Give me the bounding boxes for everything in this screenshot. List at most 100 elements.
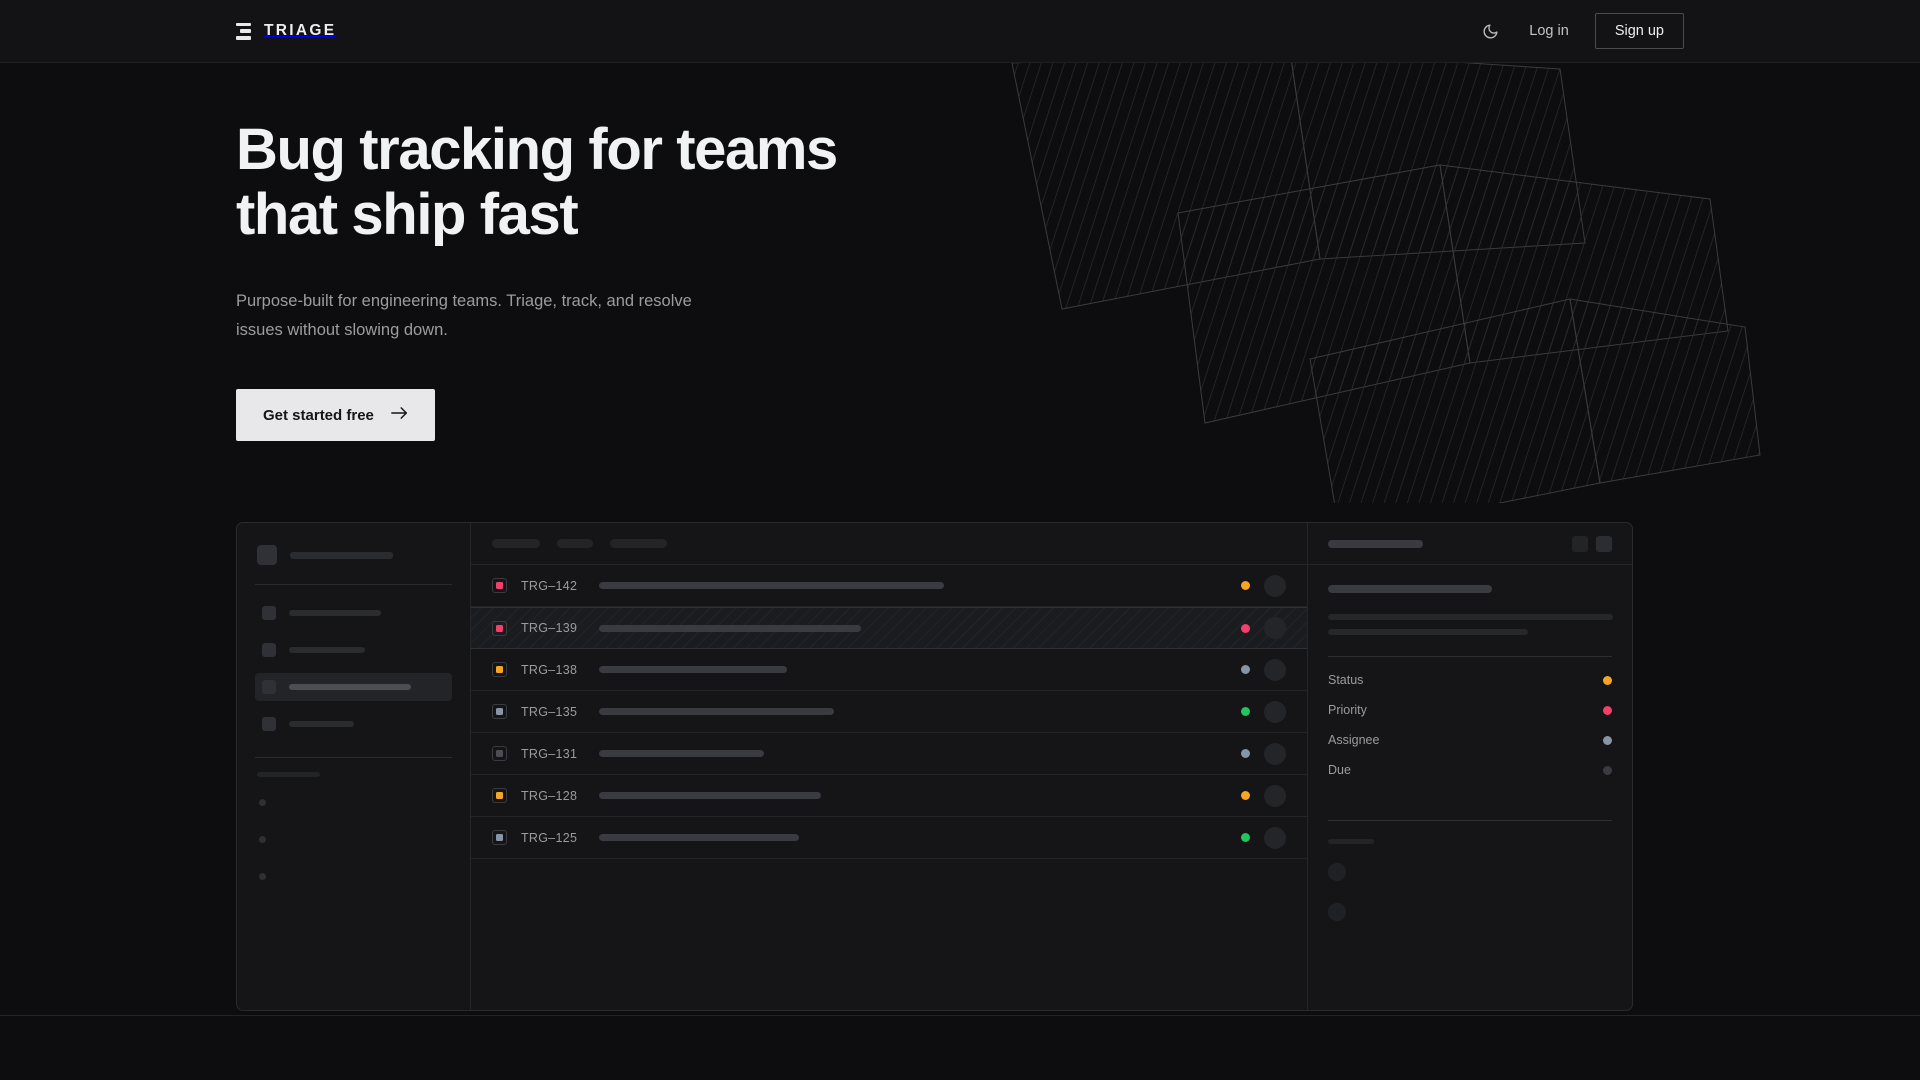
filter-chip-2[interactable] [610, 539, 667, 548]
detail-meta-row[interactable]: Priority [1328, 687, 1612, 717]
sidebar-item-icon [262, 606, 276, 620]
priority-indicator-icon [492, 746, 507, 761]
workspace-name-placeholder [290, 551, 393, 559]
sidebar-item-1[interactable] [255, 636, 452, 664]
filter-chip-0[interactable] [492, 539, 540, 548]
sidebar-project-dot[interactable] [259, 873, 266, 880]
avatar[interactable] [1264, 658, 1286, 681]
issue-id: TRG–125 [521, 830, 578, 845]
status-badge[interactable] [1241, 791, 1250, 800]
workspace-switcher[interactable] [255, 540, 452, 565]
avatar[interactable] [1264, 826, 1286, 849]
issue-title-placeholder [599, 834, 799, 841]
top-navigation-bar: TRIAGE Log in Sign up [0, 0, 1920, 63]
sidebar-item-icon [262, 680, 276, 694]
detail-meta-row[interactable]: Due [1328, 747, 1612, 777]
detail-header-actions [1572, 535, 1612, 552]
detail-meta-row[interactable]: Assignee [1328, 717, 1612, 747]
detail-meta-label: Priority [1328, 703, 1367, 717]
priority-indicator-icon [492, 788, 507, 803]
issue-row[interactable]: TRG–138 [471, 649, 1307, 691]
detail-activity-section [1308, 799, 1632, 943]
activity-avatar [1328, 903, 1346, 921]
detail-heading-placeholder [1328, 585, 1492, 593]
issue-id: TRG–128 [521, 788, 578, 803]
detail-meta-label: Due [1328, 763, 1351, 777]
status-badge[interactable] [1241, 707, 1250, 716]
issue-row[interactable]: TRG–125 [471, 817, 1307, 859]
sidebar-item-3[interactable] [255, 710, 452, 738]
detail-meta-value-dot [1603, 675, 1612, 685]
issue-row[interactable]: TRG–128 [471, 775, 1307, 817]
issue-row-meta [1221, 658, 1286, 681]
issue-row-meta [1221, 700, 1286, 723]
status-badge[interactable] [1241, 581, 1250, 590]
issue-title-placeholder [599, 750, 764, 757]
status-badge[interactable] [1241, 623, 1250, 633]
issue-row[interactable]: TRG–135 [471, 691, 1307, 733]
avatar[interactable] [1264, 784, 1286, 807]
sidebar-item-label-placeholder [289, 610, 381, 616]
section-divider [0, 1015, 1920, 1016]
detail-action-1-button[interactable] [1572, 535, 1588, 552]
avatar[interactable] [1264, 574, 1286, 597]
stacked-bars-logo-icon [236, 22, 251, 40]
headline-line-2: that ship fast [236, 181, 579, 247]
avatar[interactable] [1264, 700, 1286, 723]
detail-meta-row[interactable]: Status [1328, 657, 1612, 687]
hero-section: Bug tracking for teams that ship fast Pu… [0, 63, 1920, 442]
issue-row-meta [1221, 826, 1286, 849]
get-started-button[interactable]: Get started free [236, 389, 435, 442]
issue-title-placeholder [599, 624, 861, 632]
sidebar-nav-list [255, 599, 452, 738]
sidebar-divider-bottom [255, 757, 452, 758]
detail-action-2-button[interactable] [1596, 535, 1612, 552]
mockup-sidebar [237, 523, 471, 1010]
login-link[interactable]: Log in [1529, 23, 1569, 39]
detail-meta-value-dot [1603, 705, 1612, 715]
avatar[interactable] [1264, 617, 1286, 639]
issue-title-placeholder [599, 582, 944, 589]
detail-paragraph-line [1328, 614, 1613, 620]
status-badge[interactable] [1241, 833, 1250, 842]
issue-row[interactable]: TRG–131 [471, 733, 1307, 775]
brand-logo-link[interactable]: TRIAGE [236, 22, 336, 40]
issue-id: TRG–142 [521, 578, 578, 593]
sidebar-project-dot[interactable] [259, 836, 266, 843]
moon-icon[interactable] [1477, 18, 1503, 44]
detail-meta-label: Status [1328, 673, 1364, 687]
issue-id: TRG–135 [521, 704, 578, 719]
signup-button[interactable]: Sign up [1594, 13, 1684, 49]
arrow-right-icon [391, 406, 408, 424]
status-badge[interactable] [1241, 665, 1250, 674]
priority-indicator-icon [492, 578, 507, 593]
issue-row[interactable]: TRG–142 [471, 565, 1307, 607]
issue-row[interactable]: TRG–139 [471, 607, 1307, 649]
headline-line-1: Bug tracking for teams [236, 117, 838, 182]
sidebar-item-2[interactable] [255, 673, 452, 701]
sidebar-item-label-placeholder [289, 721, 354, 727]
priority-indicator-icon [492, 704, 507, 719]
avatar[interactable] [1264, 742, 1286, 765]
sidebar-item-0[interactable] [255, 599, 452, 627]
sidebar-item-icon [262, 643, 276, 657]
sidebar-project-dot[interactable] [259, 799, 266, 806]
filter-chip-1[interactable] [557, 539, 593, 548]
detail-title-placeholder [1328, 539, 1423, 548]
activity-label-placeholder [1328, 839, 1374, 844]
hero-subheadline: Purpose-built for engineering teams. Tri… [236, 292, 692, 339]
detail-paragraph-line [1328, 629, 1528, 635]
get-started-label: Get started free [263, 406, 374, 424]
detail-meta-value-dot [1603, 735, 1612, 745]
issue-id: TRG–139 [521, 621, 578, 635]
issue-id: TRG–131 [521, 746, 578, 761]
status-badge[interactable] [1241, 749, 1250, 758]
issue-list-toolbar [471, 523, 1307, 565]
